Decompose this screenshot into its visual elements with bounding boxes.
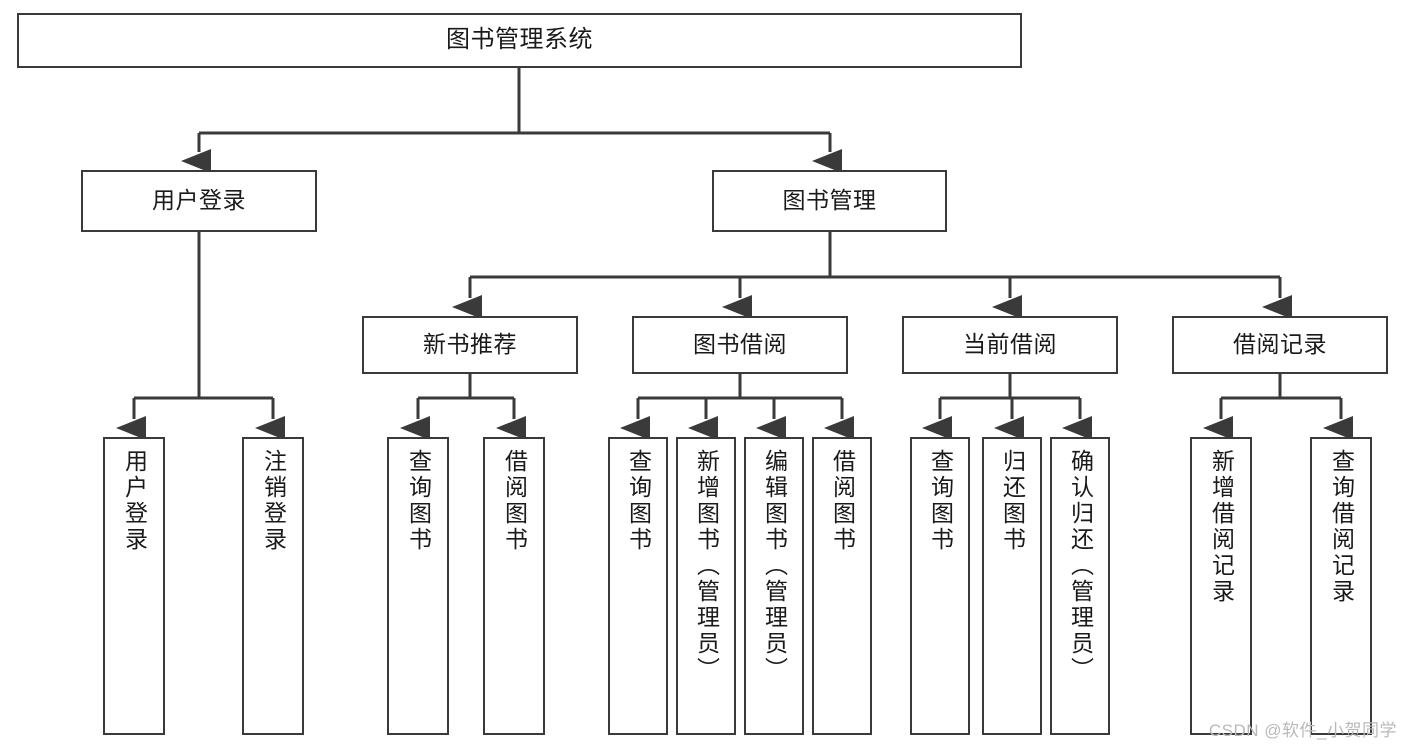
node-leaf-query-book-3-label: 查询图书 [927,449,954,553]
node-current-borrow[interactable]: 当前借阅 [902,316,1118,374]
node-leaf-user-login[interactable]: 用户登录 [103,437,165,735]
node-leaf-return-book-label: 归还图书 [999,449,1026,553]
node-leaf-borrow-book-2-label: 借阅图书 [829,449,856,553]
node-leaf-query-book-2[interactable]: 查询图书 [608,437,668,735]
node-leaf-query-record-label: 查询借阅记录 [1328,449,1355,605]
node-leaf-borrow-book-1[interactable]: 借阅图书 [483,437,545,735]
node-leaf-add-record[interactable]: 新增借阅记录 [1190,437,1252,735]
node-book-borrow[interactable]: 图书借阅 [632,316,848,374]
node-book-borrow-label: 图书借阅 [693,331,787,358]
node-leaf-query-book-3[interactable]: 查询图书 [910,437,970,735]
node-leaf-query-book-1[interactable]: 查询图书 [387,437,449,735]
node-leaf-user-logout-label: 注销登录 [260,449,287,553]
node-leaf-edit-book-label: 编辑图书（管理员） [761,449,788,683]
node-leaf-query-book-2-label: 查询图书 [625,449,652,553]
node-leaf-confirm-return[interactable]: 确认归还（管理员） [1050,437,1110,735]
node-book-manage[interactable]: 图书管理 [712,170,947,232]
node-leaf-query-book-1-label: 查询图书 [405,449,432,553]
node-leaf-user-logout[interactable]: 注销登录 [242,437,304,735]
node-leaf-query-record[interactable]: 查询借阅记录 [1310,437,1372,735]
node-leaf-confirm-return-label: 确认归还（管理员） [1067,449,1094,683]
node-leaf-borrow-book-2[interactable]: 借阅图书 [812,437,872,735]
node-user-login[interactable]: 用户登录 [81,170,317,232]
node-new-book-recommend[interactable]: 新书推荐 [362,316,578,374]
node-leaf-add-book[interactable]: 新增图书（管理员） [676,437,736,735]
node-current-borrow-label: 当前借阅 [963,331,1057,358]
node-root-label: 图书管理系统 [446,26,593,54]
node-leaf-borrow-book-1-label: 借阅图书 [501,449,528,553]
node-book-manage-label: 图书管理 [782,187,877,214]
node-leaf-edit-book[interactable]: 编辑图书（管理员） [744,437,804,735]
node-borrow-record-label: 借阅记录 [1233,331,1327,358]
node-leaf-add-record-label: 新增借阅记录 [1208,449,1235,605]
node-leaf-add-book-label: 新增图书（管理员） [693,449,720,683]
node-leaf-return-book[interactable]: 归还图书 [982,437,1042,735]
node-root[interactable]: 图书管理系统 [17,13,1022,68]
node-borrow-record[interactable]: 借阅记录 [1172,316,1388,374]
watermark: CSDN @软件_小贺同学 [1208,721,1397,740]
node-leaf-user-login-label: 用户登录 [121,449,148,553]
node-new-book-recommend-label: 新书推荐 [423,331,517,358]
node-user-login-label: 用户登录 [152,187,246,214]
